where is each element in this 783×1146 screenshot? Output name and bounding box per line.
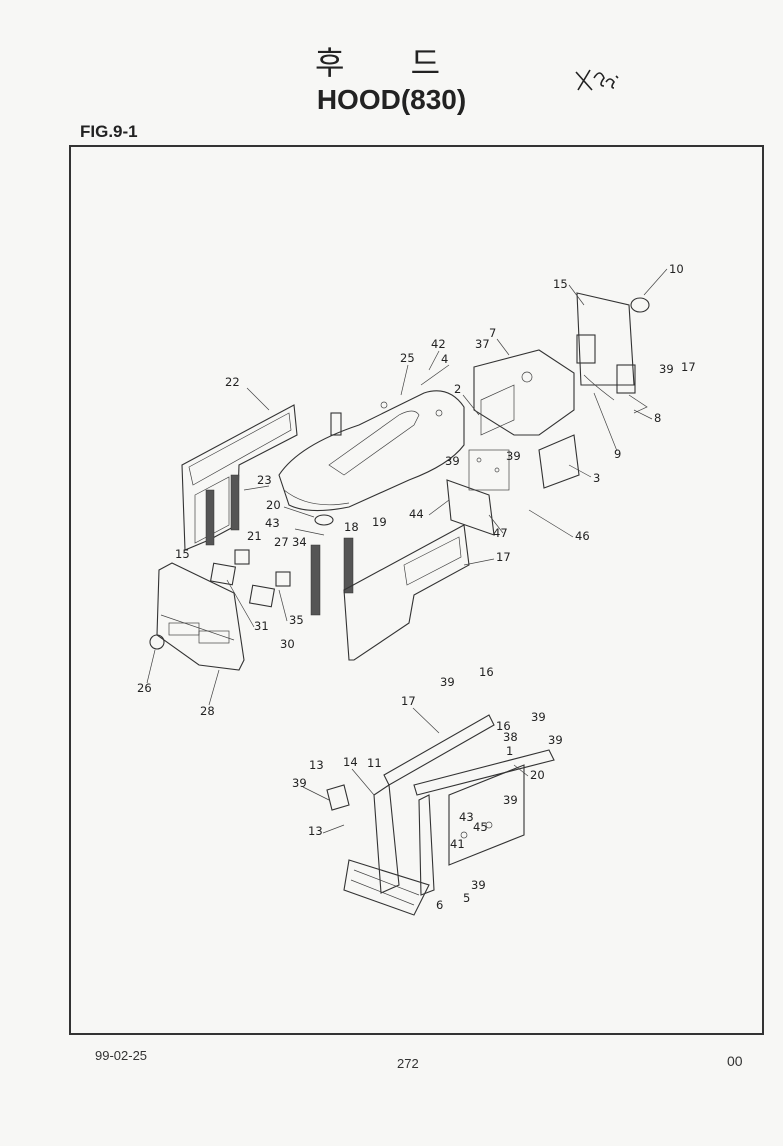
page-title-korean: 후 드 [314, 44, 469, 82]
exploded-parts-diagram: 10 15 7 42 37 4 25 39 17 22 2 8 39 39 9 … [137, 262, 696, 916]
callout-7: 7 [489, 326, 496, 340]
lower-frame-assembly [326, 714, 555, 916]
callout-17-top: 17 [681, 360, 696, 374]
callout-39-b5: 39 [503, 793, 518, 807]
callout-45: 44 [409, 507, 424, 521]
callout-14: 14 [343, 755, 358, 769]
callout-28: 26 [137, 681, 152, 695]
callout-17-bottom: 16 [479, 665, 494, 679]
callout-12: 13 [309, 758, 324, 772]
callout-36: 37 [475, 337, 490, 351]
grill-strip-23 [343, 537, 354, 594]
callout-47: 47 [493, 526, 508, 540]
callout-23: 19 [372, 515, 387, 529]
callout-9: 9 [614, 447, 621, 461]
callout-6: 6 [436, 898, 443, 912]
callout-2: 2 [454, 382, 461, 396]
callout-39-b3: 39 [548, 733, 563, 747]
callout-24: 22 [225, 375, 240, 389]
callout-39-mid1: 39 [445, 454, 460, 468]
lamp-35 [275, 571, 291, 587]
callout-15: 15 [553, 277, 568, 291]
callout-16: 16 [496, 719, 511, 733]
lamp-25 [234, 549, 250, 565]
callout-4: 4 [441, 352, 448, 366]
callout-22: 18 [344, 520, 359, 534]
cap-18 [314, 514, 334, 526]
callout-labels: 10 15 7 42 37 4 25 39 17 22 2 8 39 39 9 … [137, 262, 696, 912]
callout-43: 45 [473, 820, 488, 834]
page-number: 272 [397, 1056, 419, 1071]
cover-3 [538, 434, 580, 489]
callout-35: 35 [289, 613, 304, 627]
leader-lines [146, 268, 668, 834]
callout-10: 10 [669, 262, 684, 276]
bracket-47 [468, 449, 510, 491]
callout-11: 11 [367, 756, 382, 770]
callout-30: 28 [200, 704, 215, 718]
callout-13: 13 [308, 824, 323, 838]
hood-top-panel [278, 390, 465, 512]
callout-15-left: 15 [175, 547, 190, 561]
callout-25: 21 [247, 529, 262, 543]
callout-5: 5 [463, 891, 470, 905]
callout-26: 23 [257, 473, 272, 487]
emblem-28 [149, 634, 165, 650]
callout-39-b4: 39 [292, 776, 307, 790]
callout-39-top: 39 [659, 362, 674, 376]
callout-37: 38 [503, 730, 518, 744]
callout-31: 30 [280, 637, 295, 651]
handwritten-mark [575, 69, 619, 91]
left-side-panel [181, 404, 298, 551]
callout-46: 46 [575, 529, 590, 543]
callout-29: 27 [274, 535, 289, 549]
dash-panel [576, 292, 650, 401]
strap-8 [628, 394, 648, 414]
bracket-45 [446, 479, 495, 536]
callout-42: 43 [459, 810, 474, 824]
right-side-panel [343, 524, 470, 661]
front-grille [156, 562, 245, 671]
page-title-english: HOOD(830) [316, 84, 467, 115]
callout-18: 20 [266, 498, 281, 512]
callout-27: 25 [400, 351, 415, 365]
callout-3: 3 [593, 471, 600, 485]
callout-34: 34 [292, 535, 307, 549]
callout-39-b1: 39 [440, 675, 455, 689]
callout-1: 1 [506, 744, 513, 758]
callout-19: 17 [401, 694, 416, 708]
callout-20: 20 [530, 768, 545, 782]
callout-39-b6: 41 [450, 837, 465, 851]
callout-41: 42 [431, 337, 446, 351]
callout-44: 43 [265, 516, 280, 530]
callout-32: 31 [254, 619, 269, 633]
footer-date: 99-02-25 [95, 1048, 148, 1063]
diagram-frame [69, 145, 764, 1035]
figure-label: FIG.9-1 [80, 122, 138, 141]
rear-cowl [473, 349, 575, 436]
lamp-32 [209, 562, 237, 586]
grill-strip-22 [310, 544, 321, 616]
callout-38: 39 [471, 878, 486, 892]
callout-39-mid2: 39 [506, 449, 521, 463]
revision-number: 00 [727, 1053, 743, 1069]
callout-39-b2: 39 [531, 710, 546, 724]
callout-8: 8 [654, 411, 661, 425]
callout-21: 17 [496, 550, 511, 564]
lamp-31 [248, 584, 276, 608]
